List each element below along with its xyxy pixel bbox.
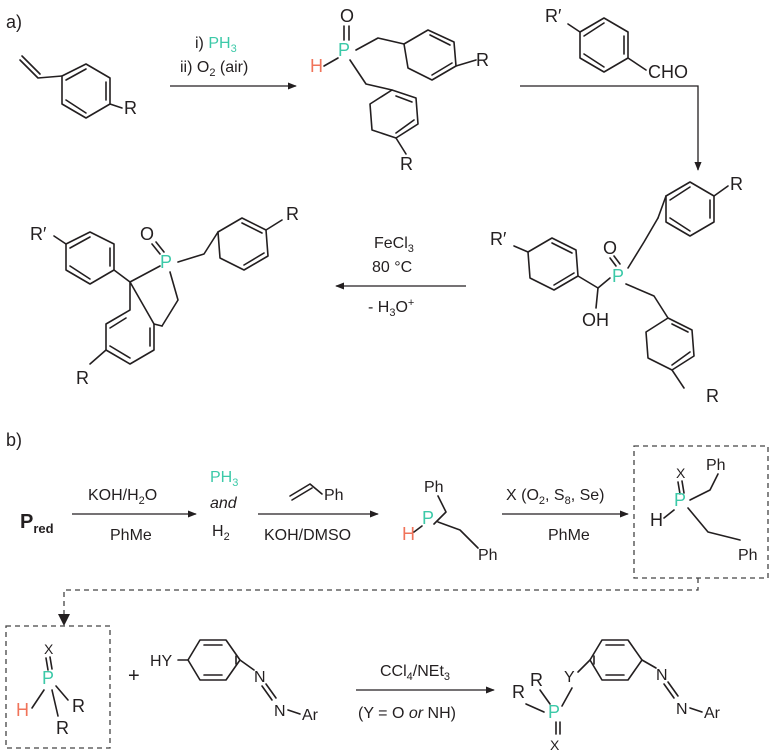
styrene-molecule: R <box>19 55 137 119</box>
atom-y: Y <box>564 669 575 686</box>
atom-h: H <box>650 510 663 530</box>
atom-p: P <box>422 508 434 528</box>
phosphinoline-product-molecule: R′ O P R R <box>30 204 299 388</box>
atom-ar: Ar <box>302 707 319 724</box>
hydroxyalkyl-phosphine-oxide-molecule: R′ OH P O R R <box>490 174 743 406</box>
atom-ph: Ph <box>424 479 444 496</box>
atom-ph: Ph <box>706 457 726 474</box>
atom-o: O <box>603 238 617 258</box>
atom-p: P <box>338 40 350 60</box>
atom-r-prime: R′ <box>545 6 562 26</box>
reagent-step3-line2: 80 °C <box>372 259 412 276</box>
atom-r: R <box>76 368 89 388</box>
panel-label-b: b) <box>6 430 22 450</box>
atom-r: R <box>56 718 69 738</box>
atom-h: H <box>310 56 323 76</box>
reaction-arrow-2 <box>520 85 702 171</box>
atom-r-prime: R′ <box>490 229 507 249</box>
dashed-connector <box>63 578 699 616</box>
hydrogen-product: H2 <box>212 523 230 543</box>
reagent-step1-line1: i) PH3 <box>195 35 237 55</box>
atom-r: R <box>730 174 743 194</box>
product-and: and <box>210 495 238 512</box>
atom-h: H <box>402 524 415 544</box>
atom-hy: HY <box>150 653 173 670</box>
reagent-step3-line3: - H3O+ <box>368 297 414 319</box>
atom-r: R <box>72 696 85 716</box>
atom-x: X <box>44 641 54 657</box>
atom-ph: Ph <box>478 547 498 564</box>
atom-x: X <box>550 737 560 753</box>
atom-p: P <box>42 668 54 688</box>
atom-r-prime: R′ <box>30 224 47 244</box>
atom-o: O <box>340 6 354 26</box>
phosphine-oxide-molecule: O P H R R <box>310 6 489 174</box>
secondary-phosphine-molecule: Ph P H Ph <box>402 479 498 564</box>
atom-o: O <box>140 224 154 244</box>
reagent-b1-bottom: PhMe <box>110 527 152 544</box>
atom-oh: OH <box>582 310 609 330</box>
atom-h: H <box>16 700 29 720</box>
chalcogenide-reactant-molecule: X P H R R <box>16 641 85 738</box>
azo-phosphorus-product-molecule: R R P X Y N N Ar <box>512 639 721 753</box>
atom-n: N <box>676 701 688 718</box>
atom-ar: Ar <box>704 705 721 722</box>
reagent-step1-line2: ii) O2 (air) <box>180 59 248 79</box>
atom-n: N <box>274 703 286 720</box>
chalcogenide-product-molecule: X P H Ph Ph <box>650 457 758 564</box>
styrene-reagent: Ph <box>289 483 344 504</box>
benzaldehyde-molecule: R′ CHO <box>545 6 688 82</box>
atom-n: N <box>656 667 668 684</box>
atom-ph: Ph <box>738 547 758 564</box>
panel-label-a: a) <box>6 12 22 32</box>
azophenol-molecule: HY N N Ar <box>150 639 319 724</box>
reagent-b3-top: X (O2, S8, Se) <box>506 487 605 507</box>
atom-r: R <box>512 682 525 702</box>
highlight-box-product <box>633 445 769 579</box>
atom-p: P <box>612 266 624 286</box>
atom-r: R <box>476 50 489 70</box>
atom-r: R <box>286 204 299 224</box>
reagent-b1-top: KOH/H2O <box>88 487 157 507</box>
atom-x: X <box>676 465 686 481</box>
plus-sign: + <box>128 665 140 687</box>
atom-p: P <box>160 252 172 272</box>
atom-n: N <box>254 669 266 686</box>
atom-cho: CHO <box>648 62 688 82</box>
atom-p: P <box>548 702 560 722</box>
reagent-step3-line1: FeCl3 <box>374 235 414 255</box>
atom-p: P <box>674 490 686 510</box>
atom-ph: Ph <box>324 487 344 504</box>
atom-r: R <box>124 98 137 118</box>
reagent-b2-bottom: KOH/DMSO <box>264 527 351 544</box>
atom-r: R <box>706 386 719 406</box>
phosphine-product: PH3 <box>210 469 238 489</box>
reagent-b3-bottom: PhMe <box>548 527 590 544</box>
connector-arrowhead <box>58 614 70 626</box>
reagent-b4-top: CCl4/NEt3 <box>380 663 450 683</box>
atom-r: R <box>530 670 543 690</box>
atom-r: R <box>400 154 413 174</box>
red-phosphorus: Pred <box>20 511 54 536</box>
highlight-box-reactant <box>5 625 111 749</box>
reagent-b4-bottom: (Y = O or NH) <box>358 705 456 722</box>
